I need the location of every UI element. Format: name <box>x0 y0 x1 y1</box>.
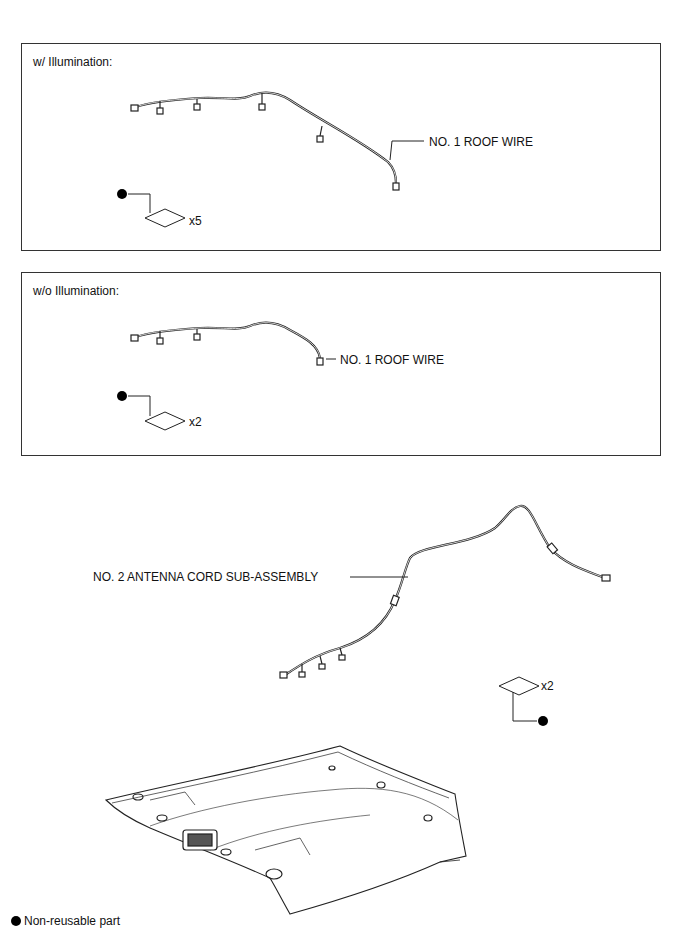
part-name: NO. 1 ROOF WIRE <box>428 135 534 149</box>
legend-dot <box>11 916 21 926</box>
part-name: NO. 2 ANTENNA CORD SUB-ASSEMBLY <box>92 570 319 584</box>
variant-box: w/ Illumination: NO. 1 ROOF WIRE x5 <box>21 43 661 251</box>
quantity-label: x2 <box>540 679 555 693</box>
variant-box: w/o Illumination: NO. 1 ROOF WIRE x2 <box>21 272 661 456</box>
box-heading: w/o Illumination: <box>32 284 120 298</box>
legend-text: Non-reusable part <box>23 914 121 928</box>
quantity-label: x2 <box>188 415 203 429</box>
part-name: NO. 1 ROOF WIRE <box>339 353 445 367</box>
box-heading: w/ Illumination: <box>32 55 113 69</box>
quantity-label: x5 <box>188 214 203 228</box>
